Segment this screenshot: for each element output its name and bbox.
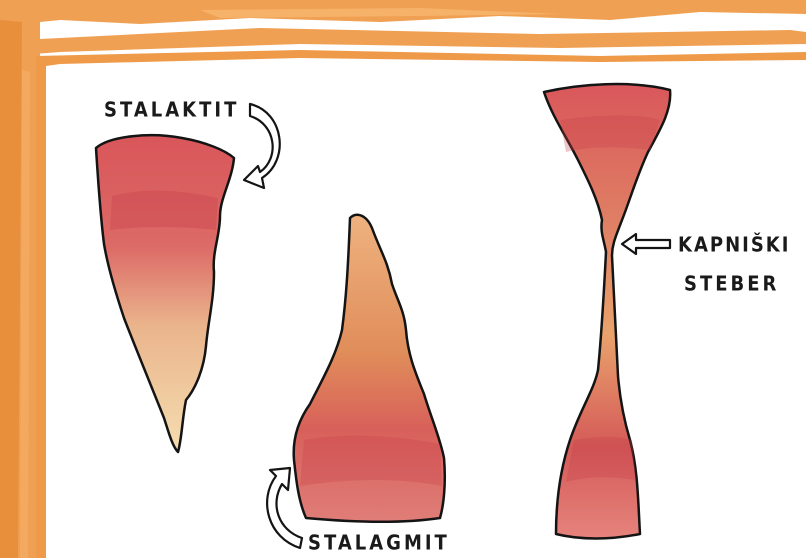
stalaktit-formation — [96, 135, 234, 452]
stalaktit-shading — [110, 191, 218, 230]
stalaktit-body — [96, 135, 234, 452]
kapniski-label-line1: KAPNIŠKI — [678, 233, 790, 257]
stalaktit-label: STALAKTIT — [104, 98, 239, 122]
stalagmit-formation — [294, 215, 445, 522]
pillar-shading-bottom — [566, 437, 636, 482]
stalagmit-shading — [300, 436, 442, 486]
kapniski-steber-formation — [544, 84, 670, 538]
kapniski-label-line2: STEBER — [684, 272, 779, 296]
curved-arrow-icon — [244, 104, 280, 188]
pillar-shading-top — [560, 116, 660, 153]
frame-stroke-1 — [20, 28, 806, 54]
stalagmit-label: STALAGMIT — [308, 531, 450, 555]
left-arrow-icon — [622, 234, 670, 254]
